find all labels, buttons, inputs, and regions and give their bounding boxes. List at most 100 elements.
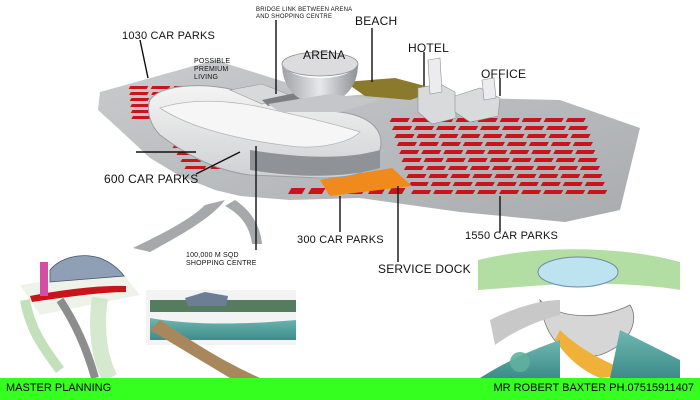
parking-bay — [413, 126, 435, 130]
parking-bay — [577, 158, 598, 162]
parking-bay — [489, 158, 510, 162]
parking-bay — [457, 126, 479, 130]
parking-bay — [560, 174, 581, 178]
parking-bay — [586, 190, 608, 194]
parking-bay — [565, 118, 586, 122]
label-arena: ARENA — [303, 48, 346, 62]
parking-bay — [287, 188, 306, 194]
parking-bay — [513, 166, 535, 170]
parking-bay — [425, 166, 447, 170]
parking-bay — [389, 118, 410, 122]
arena-body — [282, 64, 358, 104]
leader-lines — [136, 20, 501, 262]
sketch-aerial — [476, 249, 680, 378]
parking-bay — [401, 158, 422, 162]
parking-bay — [479, 126, 501, 130]
parking-bay — [129, 92, 149, 95]
office-tower — [481, 77, 497, 101]
parking-bay — [399, 150, 420, 154]
parking-bay — [440, 142, 462, 146]
label-office: OFFICE — [481, 67, 527, 81]
parking-bay — [533, 158, 554, 162]
parking-bay — [387, 188, 406, 194]
parking-bay — [567, 126, 589, 130]
parking-bay — [465, 150, 486, 154]
parking-bay — [545, 126, 567, 130]
parking-bay — [528, 142, 550, 146]
parking-bay — [447, 166, 469, 170]
parking-bay — [428, 174, 449, 178]
parking-bay — [499, 118, 520, 122]
parking-bay — [403, 166, 425, 170]
parking-bay — [454, 190, 476, 194]
parking-bay — [506, 142, 528, 146]
label-beach: BEACH — [355, 14, 398, 28]
parking-bay — [128, 86, 149, 89]
bridge-link — [262, 92, 304, 106]
leader-1030 — [139, 39, 149, 79]
parking-bay — [396, 142, 418, 146]
parking-bay — [511, 158, 532, 162]
parking-bay — [443, 150, 464, 154]
parking-bay — [307, 188, 326, 194]
parking-bay — [584, 182, 605, 186]
parking-bay — [408, 182, 429, 186]
access-road — [133, 200, 225, 252]
label-hotel: HOTEL — [408, 41, 450, 55]
parking-bay — [438, 134, 459, 138]
parking-bay — [572, 142, 594, 146]
parking-bay — [469, 166, 491, 170]
parking-bay — [450, 174, 471, 178]
parking-bay — [484, 142, 506, 146]
footer-bar: MASTER PLANNING MR ROBERT BAXTER PH.0751… — [0, 378, 700, 400]
hotel-tower — [427, 57, 443, 95]
parking-bay — [130, 110, 151, 113]
parking-bay — [494, 174, 515, 178]
footer-left-text: MASTER PLANNING — [6, 382, 112, 394]
sketch-waterfront — [146, 290, 296, 378]
shopping-centre-roof-curve — [159, 100, 361, 148]
parking-bay — [509, 150, 530, 154]
label-shopping-centre: 100,000 M SQD SHOPPING CENTRE — [186, 252, 257, 267]
parking-bay — [416, 134, 437, 138]
service-dock-area — [320, 168, 412, 196]
label-600-car-parks: 600 CAR PARKS — [104, 172, 199, 186]
sketch-building-render — [20, 255, 140, 378]
parking-bay — [131, 116, 152, 119]
parking-bay — [487, 150, 508, 154]
label-300-car-parks: 300 CAR PARKS — [297, 234, 384, 246]
parking-bay — [472, 174, 493, 178]
parking-bay — [579, 166, 601, 170]
parking-bay — [460, 134, 481, 138]
parking-bay — [542, 190, 564, 194]
label-bridge-link: BRIDGE LINK BETWEEN ARENA AND SHOPPING C… — [256, 7, 353, 20]
parking-bay — [564, 190, 586, 194]
parking-bay — [496, 182, 517, 186]
parking-bay — [523, 126, 545, 130]
label-1030-car-parks: 1030 CAR PARKS — [122, 30, 216, 42]
parking-bay — [535, 166, 557, 170]
parking-bay — [555, 158, 576, 162]
parking-bay — [391, 126, 413, 130]
parking-bay — [394, 134, 415, 138]
parking-bay — [474, 182, 495, 186]
parking-bay — [406, 174, 427, 178]
parking-bay — [548, 134, 569, 138]
parking-bay — [562, 182, 583, 186]
shopping-centre-facade — [250, 150, 380, 176]
parking-bay — [410, 190, 432, 194]
parking-bay — [540, 182, 561, 186]
label-service-dock: SERVICE DOCK — [378, 262, 471, 276]
parking-bay — [452, 182, 473, 186]
parking-bay — [557, 166, 579, 170]
parking-bay — [150, 86, 171, 89]
parking-bay — [498, 190, 520, 194]
parking-bay — [582, 174, 603, 178]
parking-bay — [435, 126, 457, 130]
parking-bay — [462, 142, 484, 146]
road-curve — [225, 200, 262, 244]
parking-bay — [180, 159, 203, 162]
parking-bay — [550, 142, 572, 146]
beach-area — [345, 78, 440, 100]
arena-podium — [268, 94, 380, 112]
